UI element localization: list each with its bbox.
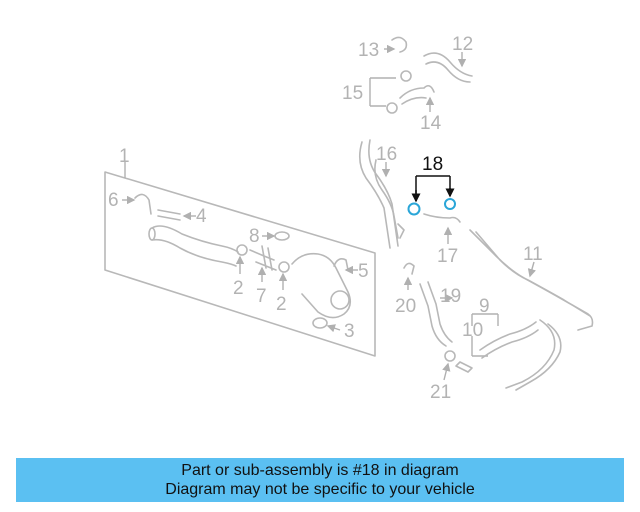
info-banner: Part or sub-assembly is #18 in diagram D… xyxy=(16,458,624,502)
fitting-7 xyxy=(249,245,277,271)
clamp-20 xyxy=(403,262,415,275)
parts-diagram: 1 2 2 3 4 5 6 7 8 9 10 11 12 13 14 15 16… xyxy=(104,34,594,403)
callout-20: 20 xyxy=(395,296,416,317)
bracket-15 xyxy=(369,77,396,107)
callout-12: 12 xyxy=(452,34,473,55)
callout-3: 3 xyxy=(344,321,355,342)
housing xyxy=(291,252,352,319)
callout-2a: 2 xyxy=(233,278,244,299)
clamp-21 xyxy=(444,350,456,362)
callout-10: 10 xyxy=(462,320,483,341)
hose-6 xyxy=(134,193,152,215)
clamp-18b[interactable] xyxy=(444,198,456,210)
bracket-9 xyxy=(471,313,499,326)
clamp-2a xyxy=(236,244,248,256)
hose-9 xyxy=(479,321,539,359)
callout-11: 11 xyxy=(523,244,543,265)
pipe-16-group xyxy=(358,139,405,249)
callout-4: 4 xyxy=(196,206,207,227)
housing-port xyxy=(330,290,350,310)
callout-2b: 2 xyxy=(276,294,287,315)
fitting-10 xyxy=(455,361,473,373)
hose-end xyxy=(148,227,156,241)
banner-line-1: Part or sub-assembly is #18 in diagram xyxy=(181,462,459,479)
cap-8 xyxy=(274,231,290,241)
pipe-16-clip xyxy=(397,223,405,239)
pipe-16-inner xyxy=(374,159,399,239)
leader-11 xyxy=(527,261,536,278)
pipe-11-lower xyxy=(505,319,562,391)
callout-15: 15 xyxy=(342,83,363,104)
hose-5 xyxy=(333,258,349,271)
clamp-18a[interactable] xyxy=(407,202,421,216)
leader-21 xyxy=(442,362,451,381)
pipe-4 xyxy=(157,209,181,221)
callout-5: 5 xyxy=(358,261,369,282)
clamp-13 xyxy=(391,36,408,53)
callout-8: 8 xyxy=(249,226,260,247)
upper-parts-group xyxy=(369,36,473,114)
pipe-11 xyxy=(469,229,594,331)
assembly-1-group xyxy=(104,162,376,357)
banner-line-2: Diagram may not be specific to your vehi… xyxy=(165,481,475,498)
leader-3 xyxy=(326,324,341,333)
bracket-18 xyxy=(415,175,451,198)
callout-14: 14 xyxy=(420,113,442,134)
hose-19 xyxy=(419,281,453,347)
callout-13: 13 xyxy=(358,40,379,61)
hose-14 xyxy=(399,84,435,105)
seal-3 xyxy=(312,317,328,329)
callout-19: 19 xyxy=(440,286,461,307)
pipe-11-group xyxy=(455,229,594,391)
callout-1: 1 xyxy=(119,146,130,167)
callouts: 1 2 2 3 4 5 6 7 8 9 10 11 12 13 14 15 16… xyxy=(108,34,543,403)
callout-16: 16 xyxy=(376,144,397,165)
callout-21: 21 xyxy=(430,382,451,403)
assembly-outline xyxy=(104,171,376,357)
callout-6: 6 xyxy=(108,190,119,211)
clamp-15a xyxy=(400,70,412,82)
callout-7: 7 xyxy=(256,286,267,307)
callout-18: 18 xyxy=(422,154,443,175)
lower-center-group xyxy=(403,262,456,381)
callout-9: 9 xyxy=(479,296,490,317)
hose-17 xyxy=(423,213,461,223)
clamp-15b xyxy=(386,102,398,114)
callout-17: 17 xyxy=(437,246,458,267)
clamp-2b xyxy=(278,261,290,273)
main-hose xyxy=(151,225,239,267)
part-18-group xyxy=(407,175,461,244)
hose-12 xyxy=(423,52,473,83)
